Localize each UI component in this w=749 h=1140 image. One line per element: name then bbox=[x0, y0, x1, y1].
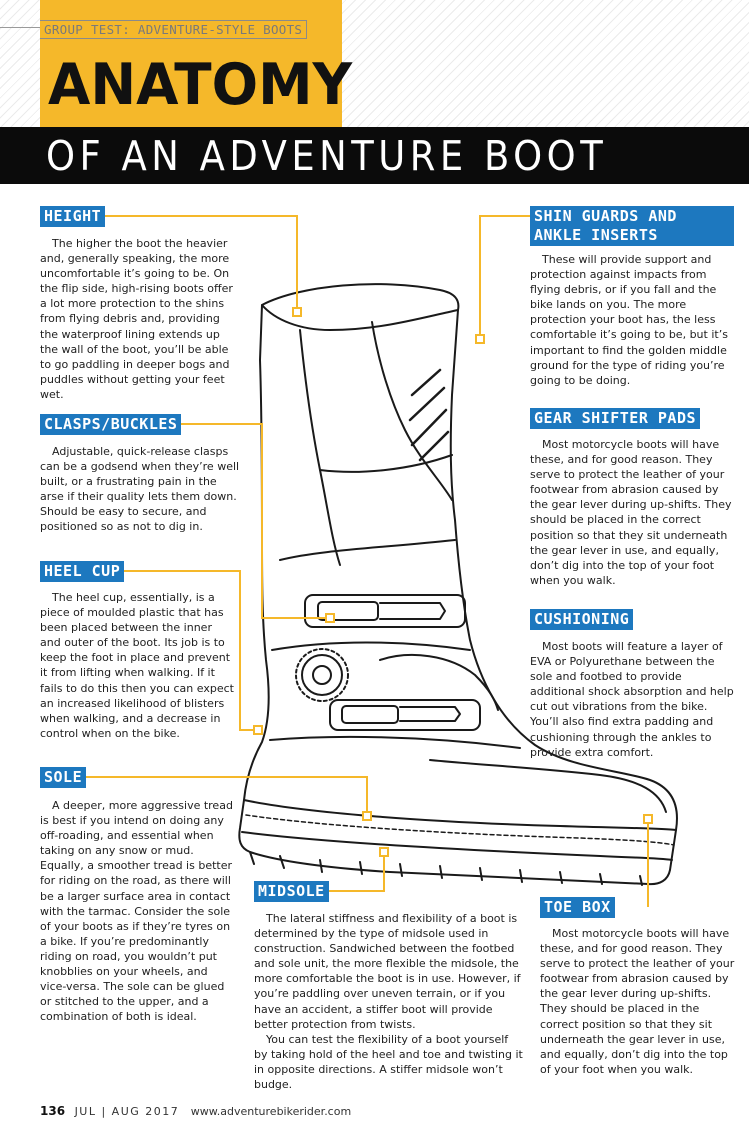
text-sole-para: A deeper, more aggressive tread is best … bbox=[40, 799, 233, 1024]
text-gear-shifter-para: Most motorcycle boots will have these, a… bbox=[530, 438, 732, 587]
text-height: The higher the boot the heavier and, gen… bbox=[40, 236, 238, 402]
section-kicker: GROUP TEST: ADVENTURE-STYLE BOOTS bbox=[40, 20, 308, 39]
text-clasps-para: Adjustable, quick-release clasps can be … bbox=[40, 445, 240, 534]
label-midsole: MIDSOLE bbox=[254, 881, 329, 902]
text-clasps: Adjustable, quick-release clasps can be … bbox=[40, 444, 240, 535]
subtitle-bar bbox=[0, 127, 749, 184]
text-sole: A deeper, more aggressive tread is best … bbox=[40, 798, 236, 1024]
page-footer: 136 JUL | AUG 2017 www.adventurebikeride… bbox=[40, 1103, 351, 1119]
text-toe-box-para: Most motorcycle boots will have these, a… bbox=[540, 927, 735, 1076]
page-title: ANATOMY bbox=[48, 52, 353, 118]
label-cushioning: CUSHIONING bbox=[530, 609, 634, 630]
text-shin-guards: These will provide support and protectio… bbox=[530, 252, 738, 388]
title-accent-block bbox=[40, 0, 342, 127]
page-number: 136 bbox=[40, 1104, 66, 1118]
label-shin-guards: SHIN GUARDS AND ANKLE INSERTS bbox=[530, 206, 734, 246]
label-gear-shifter: GEAR SHIFTER PADS bbox=[530, 408, 701, 429]
text-height-para: The higher the boot the heavier and, gen… bbox=[40, 237, 233, 401]
callout-shin bbox=[479, 215, 535, 335]
text-heel-cup-para: The heel cup, essentially, is a piece of… bbox=[40, 591, 234, 740]
text-midsole-para-1: The lateral stiffness and flexibility of… bbox=[254, 912, 521, 1031]
label-sole: SOLE bbox=[40, 767, 87, 788]
issue-date: JUL | AUG 2017 bbox=[74, 1105, 180, 1118]
text-shin-guards-para: These will provide support and protectio… bbox=[530, 253, 728, 387]
label-heel-cup: HEEL CUP bbox=[40, 561, 125, 582]
text-heel-cup: The heel cup, essentially, is a piece of… bbox=[40, 590, 236, 741]
label-toe-box: TOE BOX bbox=[540, 897, 615, 918]
website-link[interactable]: www.adventurebikerider.com bbox=[190, 1105, 352, 1118]
kicker-rule bbox=[0, 27, 40, 28]
text-midsole: The lateral stiffness and flexibility of… bbox=[254, 911, 524, 1092]
text-gear-shifter: Most motorcycle boots will have these, a… bbox=[530, 437, 738, 588]
label-height: HEIGHT bbox=[40, 206, 106, 227]
callout-midsole bbox=[324, 852, 385, 892]
text-cushioning-para: Most boots will feature a layer of EVA o… bbox=[530, 640, 734, 759]
label-clasps: CLASPS/BUCKLES bbox=[40, 414, 182, 435]
page-subtitle: OF AN ADVENTURE BOOT bbox=[46, 132, 608, 180]
text-midsole-para-2: You can test the flexibility of a boot y… bbox=[254, 1032, 523, 1092]
text-toe-box: Most motorcycle boots will have these, a… bbox=[540, 926, 738, 1077]
text-cushioning: Most boots will feature a layer of EVA o… bbox=[530, 639, 738, 760]
